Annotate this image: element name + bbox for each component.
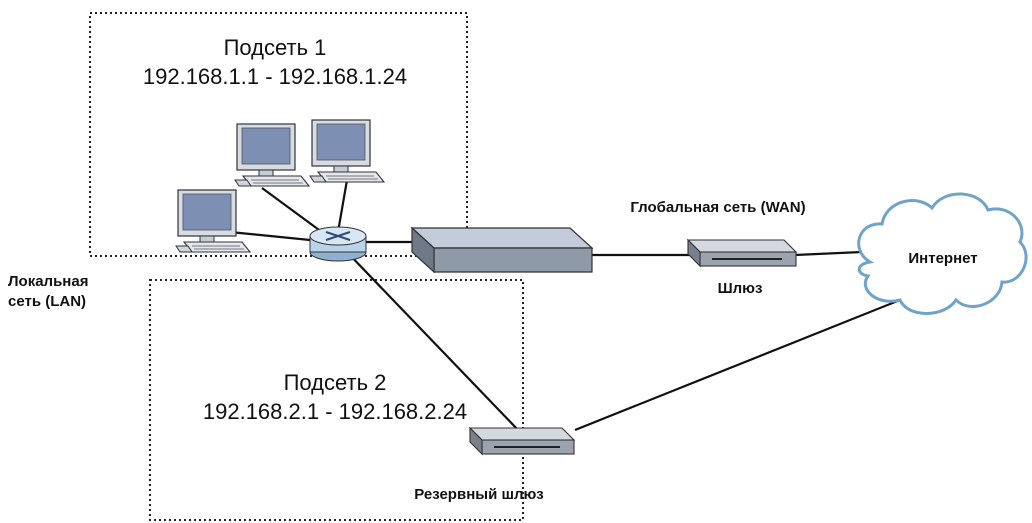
subnet-2-range: 192.168.2.1 - 192.168.2.24 <box>203 399 467 424</box>
wan-label: Глобальная сеть (WAN) <box>630 199 805 216</box>
link-switch-backup-gateway <box>344 249 521 433</box>
backup-gateway-icon <box>468 426 576 456</box>
computer-icon <box>309 119 385 183</box>
link-pc2-switch <box>336 179 349 233</box>
lan-label-line1: Локальная <box>8 273 88 290</box>
gateway-label: Шлюз <box>718 280 763 297</box>
link-backup-gateway-internet <box>574 298 901 432</box>
internet-label: Интернет <box>908 250 977 267</box>
gateway-icon <box>686 238 798 268</box>
link-gateway-internet <box>794 250 863 257</box>
subnet-1-name: Подсеть 1 <box>224 35 327 60</box>
subnet-2-boundary <box>149 279 524 521</box>
subnet-2-name: Подсеть 2 <box>284 370 387 395</box>
backup-gateway-label: Резервный шлюз <box>414 486 544 503</box>
computer-icon <box>175 189 251 253</box>
lan-label-line2: сеть (LAN) <box>8 293 86 310</box>
internet-cloud-icon <box>857 192 1028 315</box>
switch-icon <box>309 226 367 262</box>
computer-icon <box>234 123 310 187</box>
router-icon <box>410 226 594 274</box>
subnet-1-range: 192.168.1.1 - 192.168.1.24 <box>143 64 407 89</box>
